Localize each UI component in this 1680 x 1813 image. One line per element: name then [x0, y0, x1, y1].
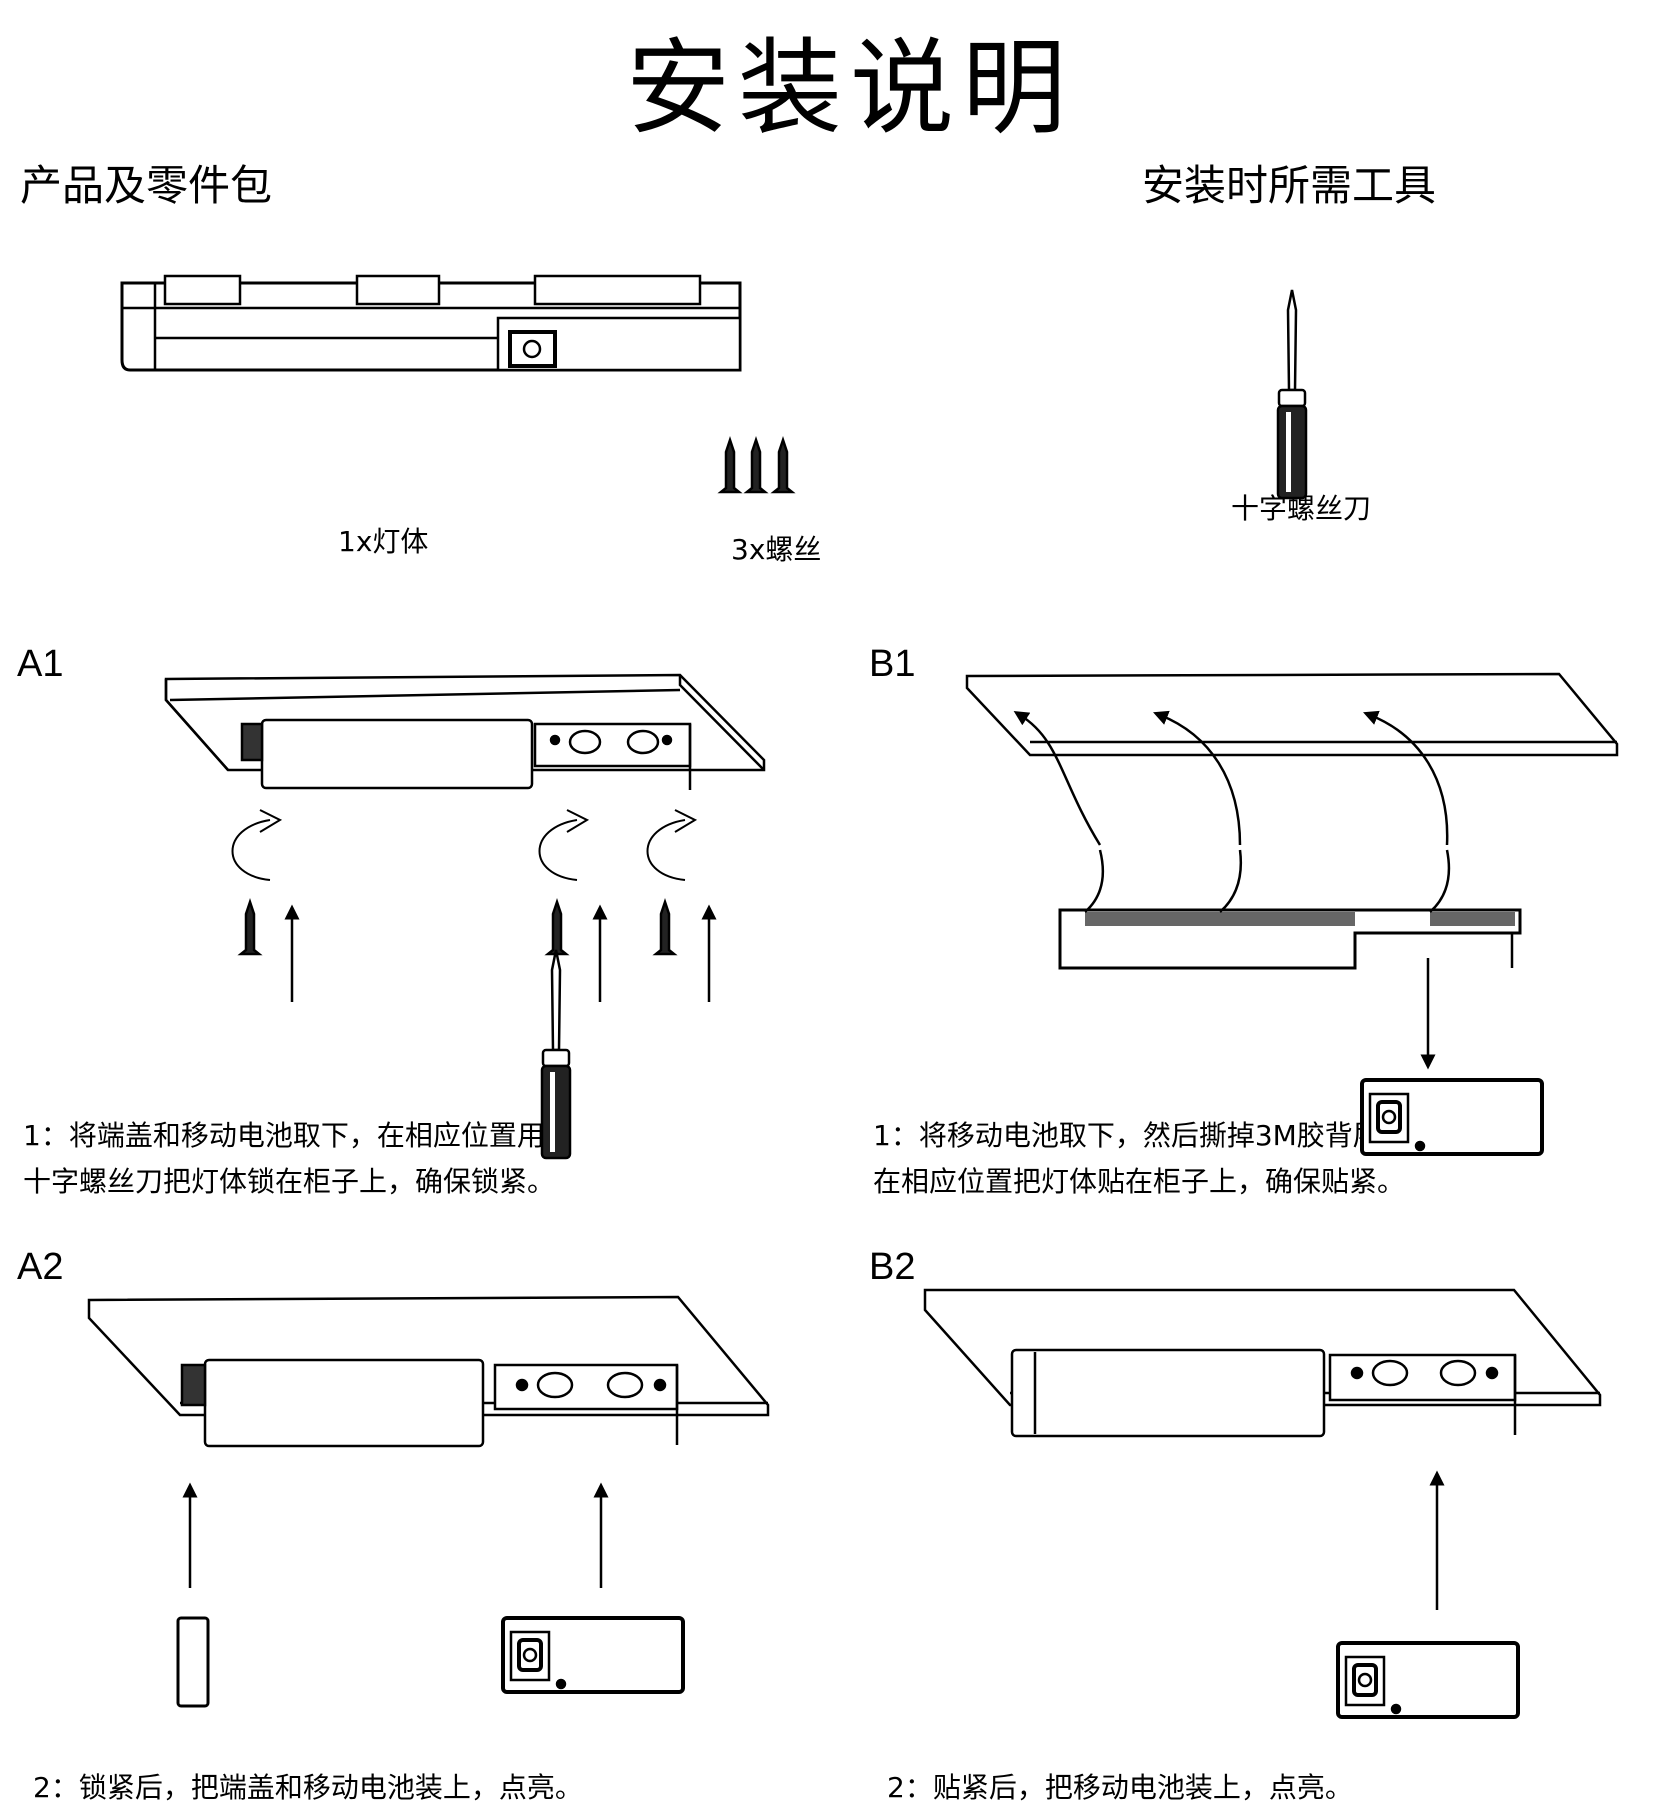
step-label-a2: A2 [17, 1246, 64, 1288]
part-label-screws: 3x螺丝 [731, 533, 822, 566]
instruction-a1: 1：将端盖和移动电池取下，在相应位置用 十字螺丝刀把灯体锁在柜子上，确保锁紧。 [23, 1113, 555, 1205]
instruction-line: 1：将移动电池取下，然后撕掉3M胶背层纸， [873, 1119, 1437, 1152]
part-label-light: 1x灯体 [338, 525, 429, 558]
tools-heading: 安装时所需工具 [1142, 161, 1437, 210]
b2-illustration [923, 1288, 1602, 1719]
instruction-b1: 1：将移动电池取下，然后撕掉3M胶背层纸， 在相应位置把灯体贴在柜子上，确保贴紧… [873, 1113, 1437, 1205]
step-label-b1: B1 [869, 643, 916, 685]
instruction-line: 1：将端盖和移动电池取下，在相应位置用 [23, 1119, 545, 1152]
instruction-line: 2：锁紧后，把端盖和移动电池装上，点亮。 [33, 1771, 583, 1804]
instruction-line: 十字螺丝刀把灯体锁在柜子上，确保锁紧。 [23, 1165, 556, 1198]
screws-icon [719, 438, 794, 494]
a1-illustration [164, 673, 766, 1160]
step-label-b2: B2 [869, 1246, 916, 1288]
instruction-b2: 2：贴紧后，把移动电池装上，点亮。 [887, 1765, 1353, 1811]
light-bar-icon [120, 274, 742, 372]
a2-illustration [87, 1295, 770, 1708]
screwdriver-icon [1276, 288, 1308, 500]
step-label-a1: A1 [17, 643, 64, 685]
page-title: 安装说明 [625, 27, 1074, 149]
b1-illustration [965, 672, 1619, 1156]
instruction-line: 2：贴紧后，把移动电池装上，点亮。 [887, 1771, 1353, 1804]
instruction-line: 在相应位置把灯体贴在柜子上，确保贴紧。 [873, 1165, 1406, 1198]
instruction-a2: 2：锁紧后，把端盖和移动电池装上，点亮。 [33, 1765, 583, 1811]
parts-heading: 产品及零件包 [20, 161, 273, 210]
